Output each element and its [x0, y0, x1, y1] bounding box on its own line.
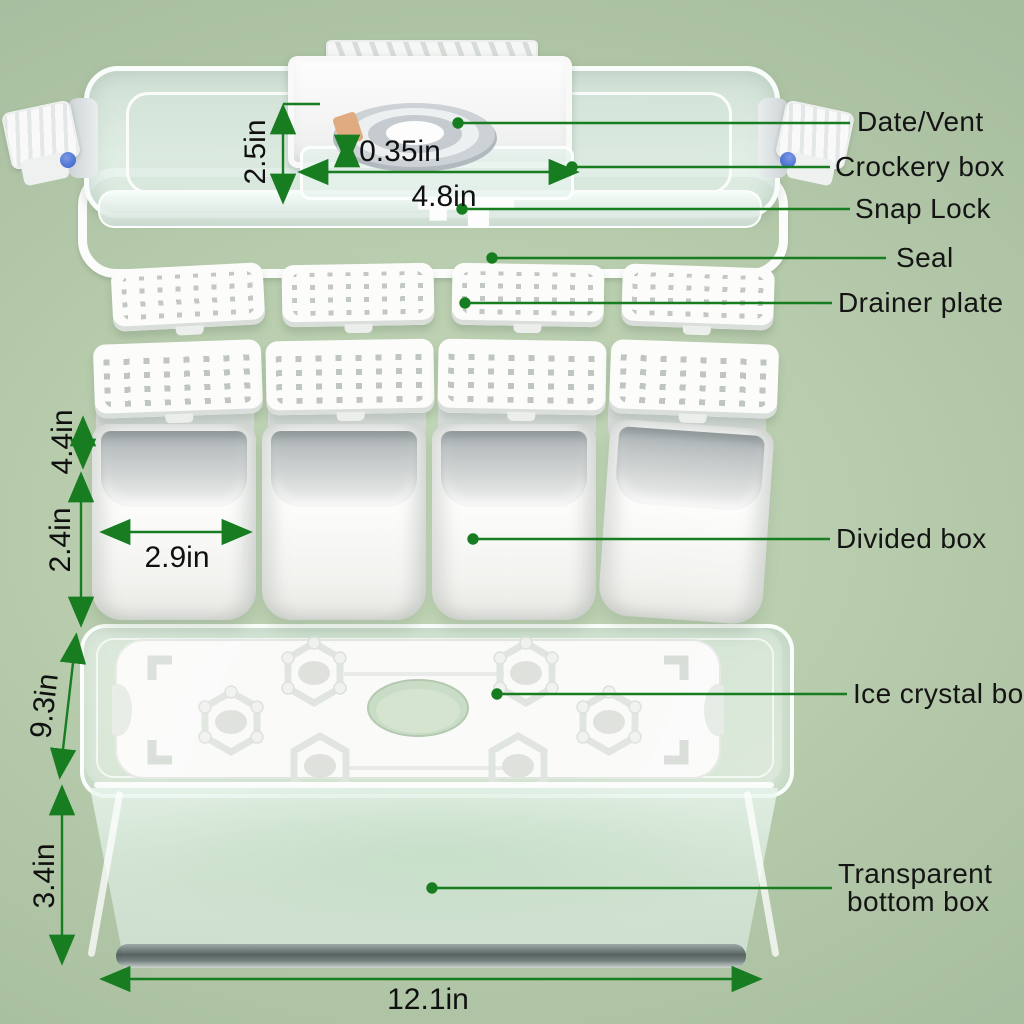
- label-crockery-box: Crockery box: [835, 151, 1005, 182]
- drainer-holes: [103, 347, 253, 408]
- corner-mark: [147, 655, 172, 680]
- drainer-plate: [265, 338, 435, 422]
- snap-lock-clip-left: [0, 94, 102, 187]
- drainer-holes: [291, 270, 425, 317]
- divided-box-opening: [614, 426, 766, 513]
- cover-sheen: [84, 628, 782, 786]
- dim-2-9in: 2.9in: [144, 541, 210, 574]
- drainer-plate: [281, 262, 435, 334]
- side-notch: [704, 684, 724, 736]
- drainer-plate: [451, 262, 605, 334]
- dim-2-4in: 2.4in: [44, 507, 77, 573]
- dim-arrow-9-3in: [49, 632, 87, 780]
- label-bottom-box: bottom box: [847, 886, 990, 917]
- dim-2-5in: 2.5in: [239, 119, 272, 185]
- transparent-bottom-box: [90, 788, 778, 964]
- label-divided-box: Divided box: [836, 523, 987, 554]
- label-date-vent: Date/Vent: [857, 106, 984, 137]
- corner-mark: [664, 740, 689, 765]
- divided-box: [432, 424, 596, 620]
- snowflake-nodes: [198, 636, 642, 744]
- clip-blue-button: [780, 152, 796, 168]
- drainer-holes: [120, 270, 255, 321]
- corner-mark: [664, 655, 689, 680]
- side-notch: [112, 684, 132, 736]
- corner-mark: [147, 740, 172, 765]
- drainer-holes: [447, 346, 597, 405]
- drainer-plate: [437, 338, 607, 422]
- dim-12-1in: 12.1in: [387, 983, 469, 1016]
- label-seal: Seal: [896, 242, 954, 273]
- plate-tab: [513, 323, 542, 334]
- divided-box-opening: [271, 431, 417, 507]
- dim-4-4in: 4.4in: [46, 409, 79, 475]
- drainer-plate: [620, 263, 776, 336]
- drainer-holes: [461, 270, 595, 317]
- drainer-plate: [110, 262, 266, 336]
- plate-tab: [175, 325, 204, 336]
- drainer-holes: [631, 271, 765, 320]
- dim-3-4in: 3.4in: [28, 843, 61, 909]
- label-ice-crystal-box: Ice crystal box: [853, 678, 1024, 709]
- divided-box: [597, 418, 775, 626]
- snowflake-centers: [215, 661, 625, 778]
- plate-tab: [165, 413, 194, 424]
- divided-box: [92, 424, 256, 620]
- divided-box-opening: [441, 431, 587, 507]
- clip-blue-button: [60, 152, 76, 168]
- dim-0-35in: 0.35in: [359, 135, 441, 168]
- drainer-holes: [275, 346, 425, 405]
- plate-tab: [682, 325, 711, 336]
- plate-tab: [336, 411, 365, 422]
- box-body-rim: [94, 782, 774, 788]
- label-snap-lock: Snap Lock: [855, 193, 991, 224]
- plate-tab: [507, 411, 536, 422]
- divided-box-opening: [101, 431, 247, 507]
- dim-4-8in: 4.8in: [411, 180, 477, 213]
- box-bottom-edge: [116, 944, 746, 968]
- drainer-plate: [608, 339, 780, 424]
- plate-tab: [344, 323, 373, 334]
- drainer-plate: [92, 339, 264, 424]
- dim-9-3in: 9.3in: [24, 671, 65, 741]
- divided-box: [262, 424, 426, 620]
- label-transparent: Transparent: [838, 858, 993, 889]
- drainer-holes: [619, 347, 769, 408]
- label-drainer-plate: Drainer plate: [838, 287, 1004, 318]
- plate-tab: [678, 413, 707, 424]
- ice-crystal-box: [112, 636, 724, 786]
